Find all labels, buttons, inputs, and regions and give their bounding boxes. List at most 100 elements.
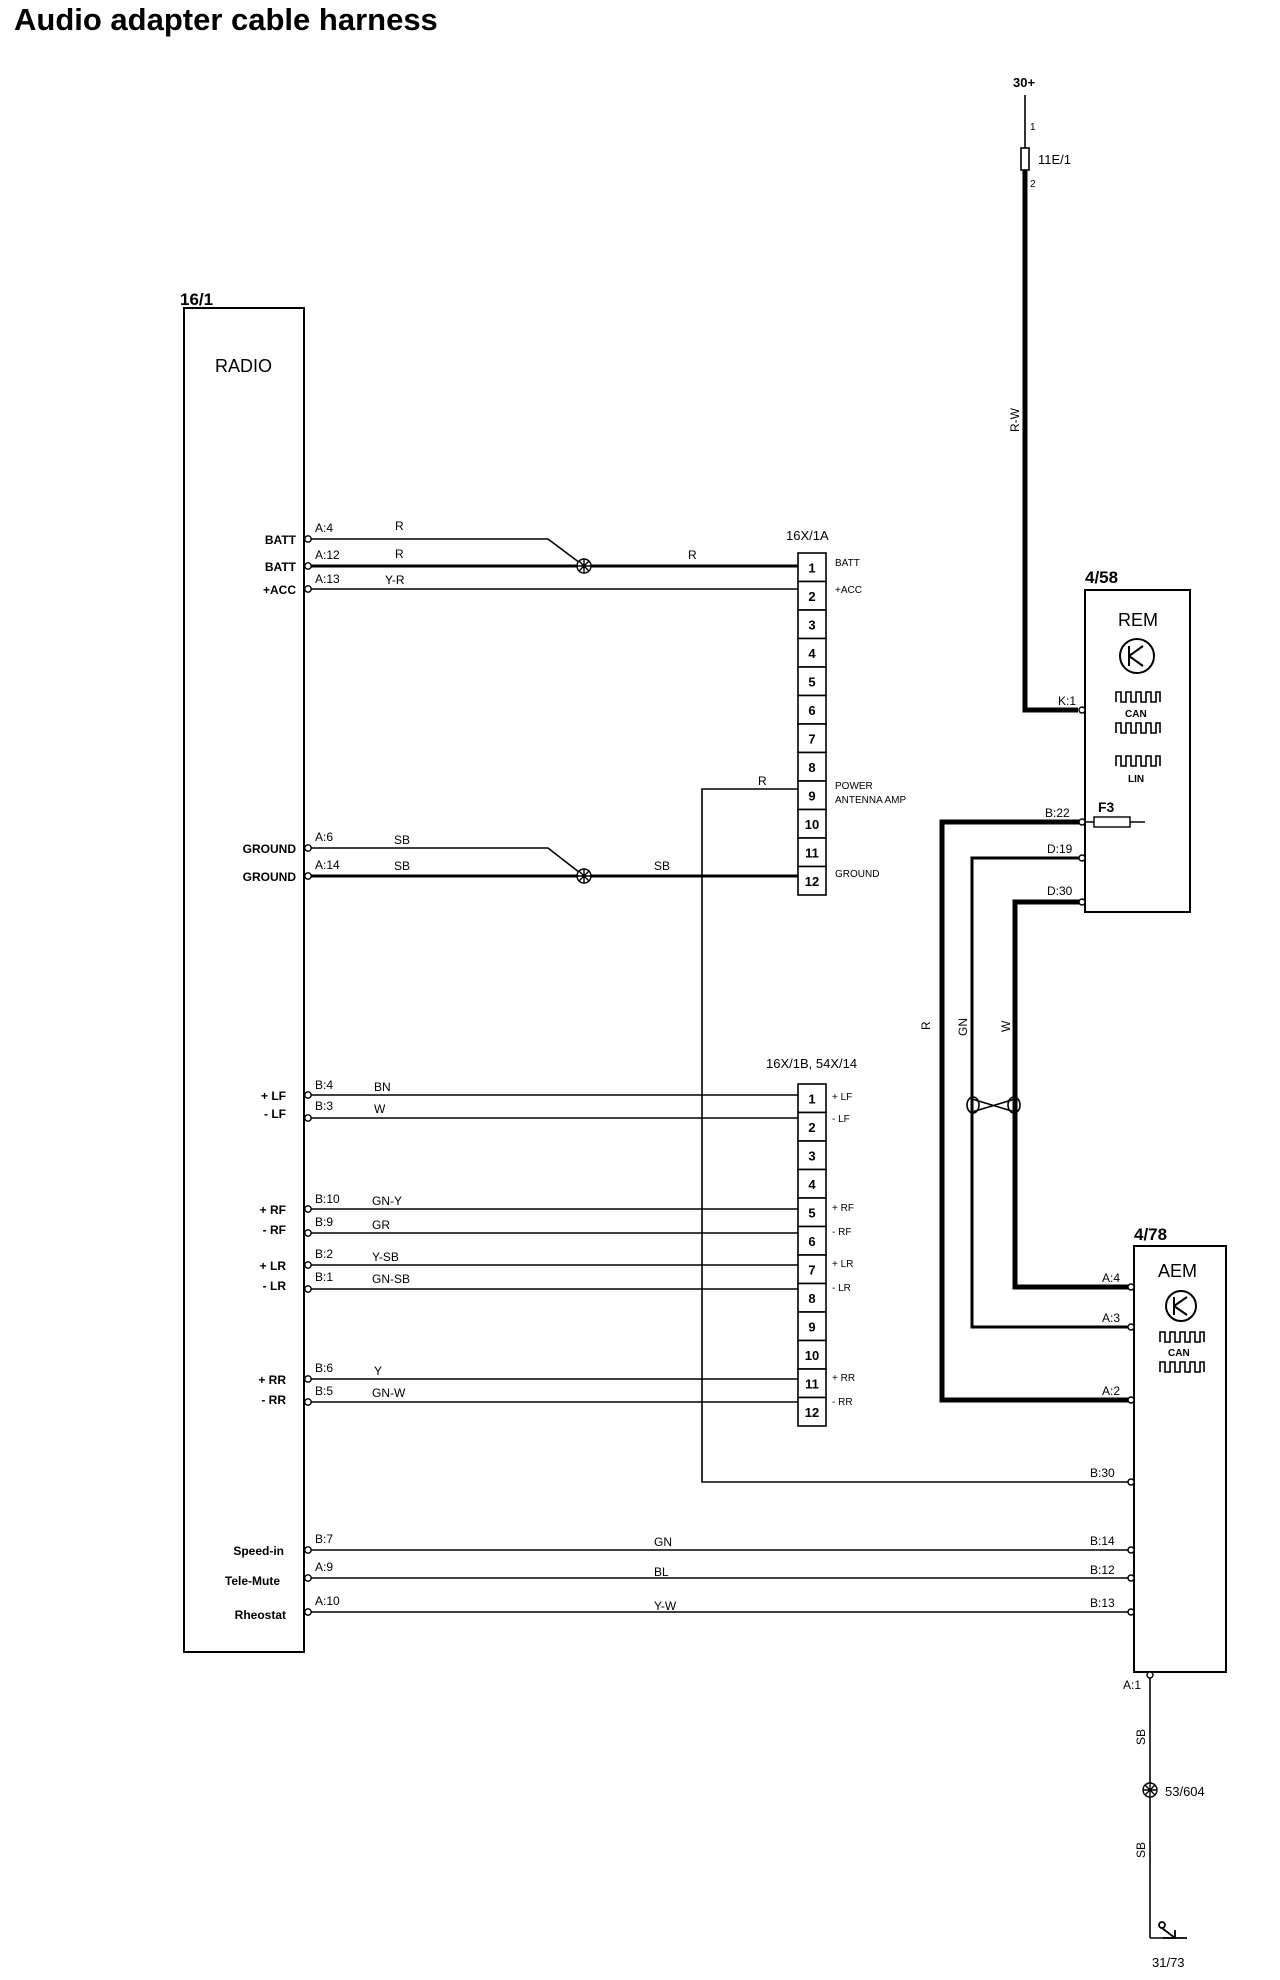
rem-terminal (1078, 818, 1086, 826)
aem-pin: B:30 (1090, 1466, 1115, 1480)
wire-color: GR (372, 1218, 390, 1232)
pin-id: B:1 (315, 1270, 333, 1284)
aem-terminal (1127, 1574, 1135, 1582)
aem-pin: B:13 (1090, 1596, 1115, 1610)
ground-ref: 31/73 (1152, 1955, 1185, 1970)
pin-id: B:5 (315, 1384, 333, 1398)
radio-terminal (304, 1608, 312, 1616)
wire-color: R (688, 548, 697, 562)
connector-cavity (797, 865, 827, 896)
cavity-number: 8 (808, 760, 815, 775)
cavity-number: 1 (808, 1091, 815, 1106)
radio-signal-ground-1: GROUND (243, 842, 297, 856)
wire-color: R-W (1008, 407, 1022, 432)
pin-id: A:14 (315, 858, 340, 872)
wire-gn-rem-aem (970, 856, 1132, 1329)
radio-signal-minus-rf: - RF (263, 1223, 286, 1237)
connector-b-label: - LR (832, 1283, 851, 1294)
cavity-number: 4 (808, 646, 816, 661)
wire-color: R (919, 1021, 933, 1030)
radio-terminal (304, 1398, 312, 1406)
cavity-number: 3 (808, 1148, 815, 1163)
rem-ref: 4/58 (1085, 568, 1118, 587)
connector-cavity (797, 808, 827, 839)
aem-name: AEM (1158, 1261, 1197, 1281)
supply-label: 30+ (1013, 75, 1035, 90)
pin-id: A:6 (315, 830, 333, 844)
aem-terminal (1146, 1671, 1154, 1679)
connector-b-label: - LF (832, 1114, 850, 1125)
cavity-number: 7 (808, 1262, 815, 1277)
connector-a-label: GROUND (835, 869, 879, 880)
cavity-number: 12 (805, 1405, 819, 1420)
supply: 30+ 1 11E/1 2 R-W (1008, 75, 1071, 432)
radio-terminal (304, 1285, 312, 1293)
aem-terminal (1127, 1608, 1135, 1616)
wire-batt-a4 (309, 538, 585, 567)
connector-cavity (797, 666, 827, 697)
radio-signal-plus-lf: + LF (261, 1089, 286, 1103)
wire-ground-a6 (309, 847, 585, 877)
radio-signal-speed-in: Speed-in (233, 1544, 284, 1558)
pin-id: A:13 (315, 572, 340, 586)
pin-id: A:12 (315, 548, 340, 562)
pin-id: B:7 (315, 1532, 333, 1546)
pin-id: B:2 (315, 1247, 333, 1261)
pin-id: A:10 (315, 1594, 340, 1608)
rem-pin: D:19 (1047, 842, 1073, 856)
wire-color: GN-Y (372, 1194, 402, 1208)
aem-pin: A:4 (1102, 1271, 1120, 1285)
fuse-ref: 11E/1 (1038, 152, 1071, 167)
cavity-number: 2 (808, 589, 815, 604)
radio-unit: 16/1 RADIO (180, 290, 305, 1653)
pin-id: B:9 (315, 1215, 333, 1229)
aem-pin: A:3 (1102, 1311, 1120, 1325)
connector-cavity (797, 637, 827, 668)
radio-terminal (304, 535, 312, 543)
rem-terminal (1078, 898, 1086, 906)
aem-pin: B:14 (1090, 1534, 1115, 1548)
radio-pin-ids: A:4 A:12 A:13 A:6 A:14 B:4 B:3 B:10 B:9 … (315, 521, 340, 1608)
connector-b-label: + LF (832, 1092, 852, 1103)
connector-cavity (797, 694, 827, 725)
radio-signal-labels: BATT BATT +ACC GROUND GROUND + LF - LF +… (225, 533, 297, 1622)
radio-signal-batt-1: BATT (265, 533, 297, 547)
cavity-number: 9 (808, 1319, 815, 1334)
radio-terminal (304, 1261, 312, 1269)
connector-a-label: BATT (835, 558, 860, 569)
cavity-number: 7 (808, 731, 815, 746)
radio-box (183, 307, 305, 1653)
wire-color: Y-SB (372, 1250, 399, 1264)
ground-path: SB 53/604 SB 31/73 (1134, 1729, 1205, 1970)
connector-a-ref: 16X/1A (786, 528, 829, 543)
cavity-number: 6 (808, 1234, 815, 1249)
radio-terminal (304, 1229, 312, 1237)
wire-color: GN-SB (372, 1272, 410, 1286)
connector-cavity (797, 580, 827, 611)
wire-w-rem-aem (1012, 899, 1132, 1290)
radio-terminal (304, 1375, 312, 1383)
radio-signal-minus-lf: - LF (264, 1107, 286, 1121)
radio-terminal (304, 1114, 312, 1122)
wire-color: SB (394, 833, 410, 847)
connector-cavity (797, 837, 827, 868)
splice-ref: 53/604 (1165, 1784, 1205, 1799)
pin-id: B:4 (315, 1078, 333, 1092)
transistor-icon (1165, 1290, 1197, 1322)
wire-color: Y (374, 1364, 382, 1378)
cavity-number: 10 (805, 817, 819, 832)
connector-cavity (797, 1083, 827, 1114)
aem-terminal (1127, 1546, 1135, 1554)
aem-pin: A:1 (1123, 1678, 1141, 1692)
radio-signal-plus-rf: + RF (260, 1203, 286, 1217)
cavity-number: 2 (808, 1120, 815, 1135)
aem-pin: B:12 (1090, 1563, 1115, 1577)
cavity-number: 6 (808, 703, 815, 718)
rem-pin: B:22 (1045, 806, 1070, 820)
rem-fuse-label: F3 (1098, 799, 1115, 815)
wire-color: GN (654, 1535, 672, 1549)
ground-icon (1158, 1921, 1187, 1939)
splice-icon (577, 559, 591, 573)
